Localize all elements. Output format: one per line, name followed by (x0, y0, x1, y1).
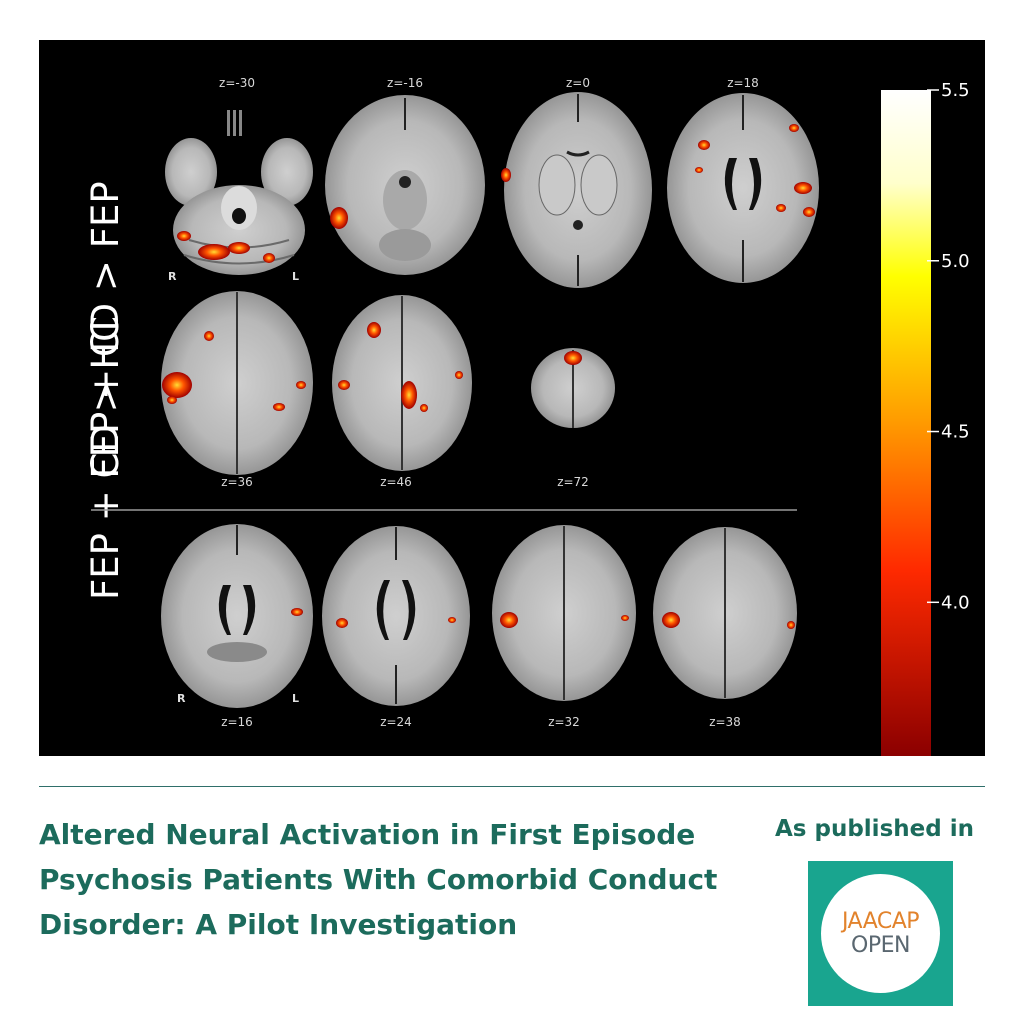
orientation-left: L (292, 270, 299, 283)
slice-label: z=32 (548, 715, 580, 729)
panel-label-fep-cd-fep: FEP + CD > FEP (84, 181, 127, 478)
slice-label: z=-16 (387, 76, 423, 90)
brain-slice-z-72: z=72 (531, 348, 615, 489)
slice-label: z=0 (566, 76, 590, 90)
brain-activation-figure: FEP + CD > FEP FEP + CD > HC z=-30 R L z… (39, 40, 985, 756)
brain-slice-z-38: z=38 (653, 527, 797, 729)
orientation-right: R (177, 692, 186, 705)
colorbar-tick-label: 5.5 (941, 80, 970, 101)
colorbar-tick-label: 5.0 (941, 251, 970, 272)
brain-slice-z-0: z=0 (501, 76, 652, 288)
slice-label: z=36 (221, 475, 253, 489)
brain-slice-z-16: z=16 R L (161, 524, 313, 729)
slice-label: z=38 (709, 715, 741, 729)
slice-label: z=72 (557, 475, 589, 489)
logo-circle: JAACAP OPEN (821, 874, 940, 993)
brain-slice-z-minus-30: z=-30 R L (165, 76, 313, 283)
slice-label: z=16 (221, 715, 253, 729)
brain-slice-z-32: z=32 (492, 525, 636, 729)
colorbar-tick-label: 4.5 (941, 422, 970, 443)
color-scale-bar: 5.5 5.0 4.5 4.0 (881, 80, 970, 756)
slice-label: z=18 (727, 76, 759, 90)
logo-text-jaacap: JAACAP (841, 908, 920, 934)
slice-label: z=-30 (219, 76, 255, 90)
slice-label: z=24 (380, 715, 412, 729)
orientation-right: R (168, 270, 177, 283)
brain-slice-z-36: z=36 (161, 291, 313, 489)
divider-line (39, 786, 985, 787)
brain-slice-z-24: z=24 (322, 526, 470, 729)
published-in-label: As published in (775, 816, 974, 842)
brain-slice-z-minus-16: z=-16 (325, 76, 485, 275)
brain-slice-z-18: z=18 (667, 76, 819, 283)
colorbar-gradient (881, 90, 931, 756)
article-title: Altered Neural Activation in First Episo… (39, 818, 718, 941)
logo-text-open: OPEN (851, 932, 910, 958)
slice-label: z=46 (380, 475, 412, 489)
orientation-left: L (292, 692, 299, 705)
colorbar-tick-label: 4.0 (941, 592, 970, 613)
jaacap-open-logo: JAACAP OPEN (808, 861, 953, 1006)
brain-slice-z-46: z=46 (332, 295, 472, 489)
panel-label-fep-cd-hc: FEP + CD > HC (84, 316, 127, 600)
